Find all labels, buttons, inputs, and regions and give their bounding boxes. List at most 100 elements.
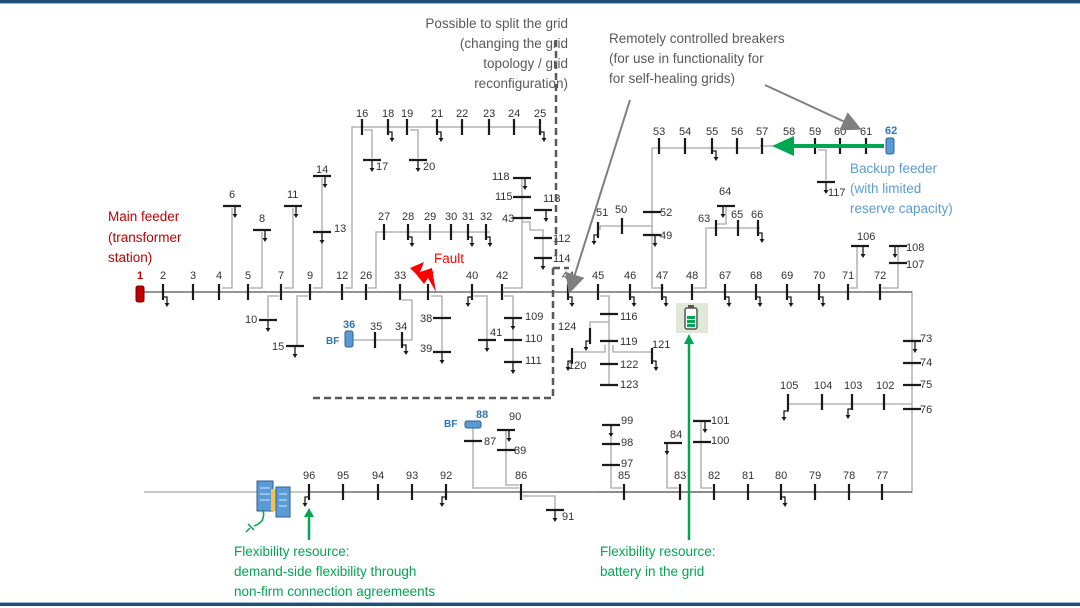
node-label-6: 6 xyxy=(229,189,235,201)
load-arrow xyxy=(506,438,512,442)
node-label-53: 53 xyxy=(653,126,665,138)
node-label-83: 83 xyxy=(674,470,686,482)
backup-feeder-text-line-1: Backup feeder xyxy=(850,161,938,176)
node-label-70: 70 xyxy=(813,270,825,282)
node-label-32: 32 xyxy=(480,211,492,223)
node-labels: 2345791226333740424445464748676869707172… xyxy=(160,108,932,523)
node-label-85: 85 xyxy=(618,470,630,482)
node-label-86: 86 xyxy=(515,470,527,482)
node-label-61: 61 xyxy=(860,126,872,138)
flex-demand-text-line-2: demand-side flexibility through xyxy=(234,564,416,579)
breakers-text-line-2: (for use in functionality for xyxy=(609,51,764,66)
node-label-77: 77 xyxy=(876,470,888,482)
node-label-65: 65 xyxy=(731,209,743,221)
node-label-107: 107 xyxy=(906,259,924,271)
node-label-63: 63 xyxy=(698,213,710,225)
node-label-67: 67 xyxy=(719,270,731,282)
load-icon xyxy=(567,356,573,368)
node-label-13: 13 xyxy=(334,223,346,235)
grid-line xyxy=(364,129,373,158)
breaker-pointer-arrow-1 xyxy=(565,99,631,294)
node-label-12: 12 xyxy=(336,270,348,282)
node-label-25: 25 xyxy=(534,108,546,120)
load-arrow xyxy=(292,354,298,358)
node-label-80: 80 xyxy=(775,470,787,482)
load-arrow xyxy=(820,303,826,307)
battery-pointer-arrowhead xyxy=(684,334,694,344)
load-arrow xyxy=(552,518,558,522)
node-label-114: 114 xyxy=(553,253,571,265)
split-grid-text-line-4: reconfiguration) xyxy=(474,76,568,91)
node-label-5: 5 xyxy=(245,270,251,282)
backup-feeder-36 xyxy=(344,330,354,348)
load-arrow xyxy=(892,254,898,258)
grid-line xyxy=(410,129,419,158)
grid-line xyxy=(600,295,610,385)
grid-line xyxy=(474,295,488,340)
load-arrow xyxy=(510,326,516,330)
load-arrow xyxy=(569,303,575,307)
load-arrow xyxy=(713,157,719,161)
load-arrow xyxy=(757,303,763,307)
load-arrow xyxy=(845,415,851,419)
load-icon xyxy=(847,404,853,416)
node-label-42: 42 xyxy=(496,270,508,282)
node-label-45: 45 xyxy=(592,270,604,282)
breaker-pointer-arrow-2 xyxy=(764,84,862,131)
node-label-58: 58 xyxy=(783,126,795,138)
load-icon xyxy=(783,406,789,418)
node-label-111: 111 xyxy=(525,355,542,367)
node-label-110: 110 xyxy=(525,333,543,345)
node-label-47: 47 xyxy=(656,270,668,282)
load-icon xyxy=(401,340,407,352)
node-label-75: 75 xyxy=(920,379,932,391)
node-label-57: 57 xyxy=(756,126,768,138)
node-label-84: 84 xyxy=(670,429,682,441)
bf-labels: BF BF xyxy=(326,336,457,430)
breakers-text-line-1: Remotely controlled breakers xyxy=(609,31,785,46)
load-icon xyxy=(724,292,730,304)
load-icon xyxy=(304,492,310,504)
load-arrow xyxy=(164,303,170,307)
buildings-icon xyxy=(256,480,291,518)
node-label-31: 31 xyxy=(462,211,474,223)
load-arrow xyxy=(565,367,571,371)
load-icon xyxy=(629,292,635,304)
load-arrow xyxy=(403,351,409,355)
grid-line xyxy=(572,345,606,353)
node-label-113: 113 xyxy=(543,193,561,205)
grid-line xyxy=(694,227,760,289)
bottom-border xyxy=(0,602,1080,606)
node-label-19: 19 xyxy=(401,108,413,120)
load-icon xyxy=(467,292,473,304)
node-label-60: 60 xyxy=(834,126,846,138)
load-arrow xyxy=(664,451,670,455)
load-arrow xyxy=(788,303,794,307)
load-arrow xyxy=(265,328,271,332)
node-label-36: 36 xyxy=(343,319,355,331)
load-arrow xyxy=(860,254,866,258)
load-arrow xyxy=(302,503,308,507)
node-label-43: 43 xyxy=(502,213,514,225)
grid-line xyxy=(250,232,263,289)
flex-demand-text-line-1: Flexibility resource: xyxy=(234,544,350,559)
node-label-124: 124 xyxy=(558,321,576,333)
node-label-69: 69 xyxy=(781,270,793,282)
demand-flex-pointer-arrowhead xyxy=(304,508,314,517)
load-arrow xyxy=(439,360,445,364)
grid-line xyxy=(850,246,858,289)
load-arrow xyxy=(293,214,299,218)
load-icon xyxy=(593,230,599,242)
load-arrow xyxy=(583,347,589,351)
node-label-108: 108 xyxy=(906,242,924,254)
node-label-104: 104 xyxy=(814,380,832,392)
load-arrow xyxy=(389,138,395,142)
load-icon xyxy=(585,336,591,348)
backup-feeder-62 xyxy=(885,137,895,155)
bf-label-88: BF xyxy=(444,419,457,430)
load-icon xyxy=(436,127,442,139)
feeder-number-labels: 1 36 62 88 xyxy=(137,125,897,421)
backup-feeder-88 xyxy=(464,420,482,429)
node-label-95: 95 xyxy=(337,470,349,482)
node-label-97: 97 xyxy=(621,458,633,470)
